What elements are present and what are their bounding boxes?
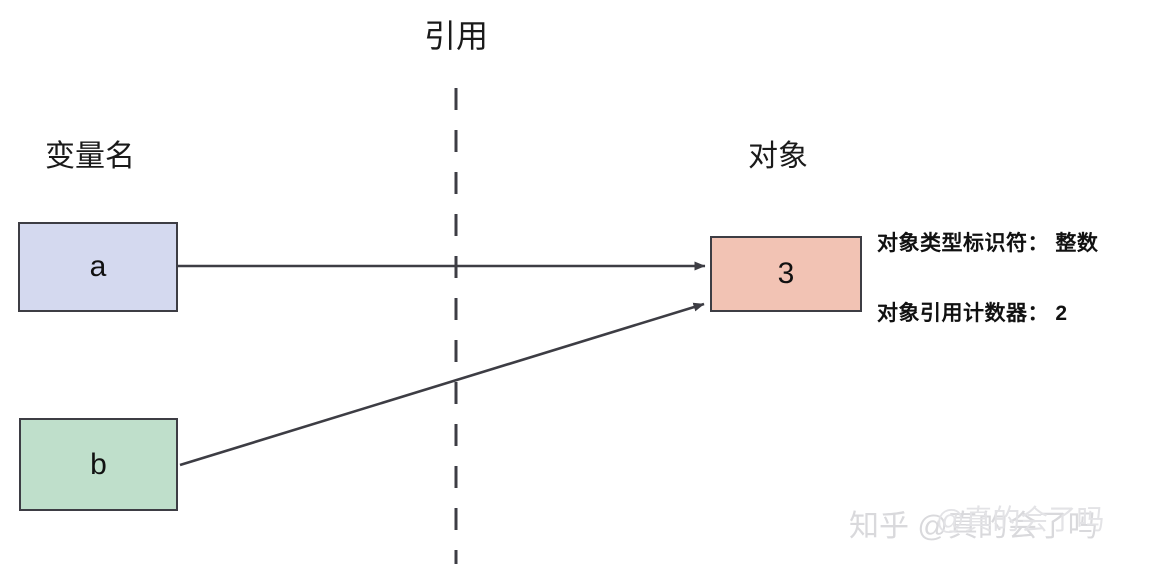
column-label-variable-name: 变量名	[45, 140, 135, 173]
watermark-handle-overlay: @真的会了吗	[936, 504, 1105, 535]
variable-box-b-label: b	[90, 447, 107, 481]
variable-box-a[interactable]: a	[18, 222, 178, 312]
variable-box-a-label: a	[89, 250, 107, 283]
watermark-zhihu: 知乎 @真的会了吗	[849, 510, 1098, 543]
annotation-type-identifier: 对象类型标识符： 整数	[877, 232, 1099, 255]
diagram-title: 引用	[423, 18, 488, 54]
column-label-object: 对象	[748, 140, 808, 173]
object-box-3[interactable]: 3	[710, 236, 862, 312]
variable-box-b[interactable]: b	[19, 418, 178, 511]
object-box-3-label: 3	[777, 257, 795, 290]
arrow-b-to-object	[179, 302, 705, 467]
annotation-reference-counter: 对象引用计数器： 2	[877, 302, 1068, 325]
